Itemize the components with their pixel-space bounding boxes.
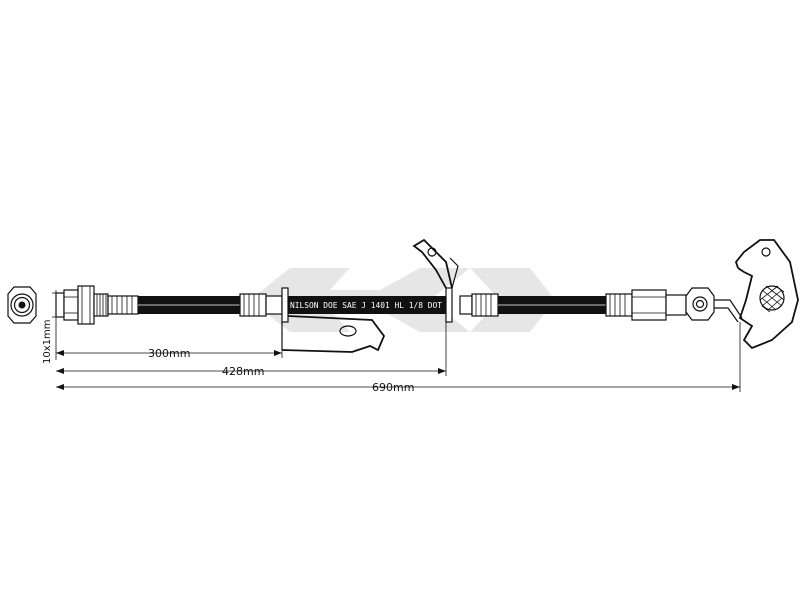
dim-300-label: 300mm xyxy=(148,347,190,360)
dim-690-label: 690mm xyxy=(372,381,414,394)
hose-segment-3 xyxy=(498,296,606,314)
right-fitting xyxy=(605,287,743,323)
crimp-ferrule-2 xyxy=(459,293,499,317)
hose-marking-text: NILSON DOE SAE J 1401 HL 1/8 DOT xyxy=(290,301,442,310)
crimp-ferrule-1 xyxy=(239,293,283,317)
fitting-end-view xyxy=(7,286,37,324)
dim-690: 690mm xyxy=(56,322,741,394)
hose-segment-1 xyxy=(138,296,240,314)
bracket-2 xyxy=(412,238,459,323)
dim-thread: 10x1mm xyxy=(42,290,60,364)
end-bracket xyxy=(734,239,799,350)
hose-segment-2: NILSON DOE SAE J 1401 HL 1/8 DOT xyxy=(286,296,446,314)
dim-428: 428mm xyxy=(56,322,447,378)
left-fitting xyxy=(55,285,139,325)
thread-size-label: 10x1mm xyxy=(42,320,53,365)
dim-428-label: 428mm xyxy=(222,365,264,378)
dim-300: 300mm xyxy=(56,322,283,360)
